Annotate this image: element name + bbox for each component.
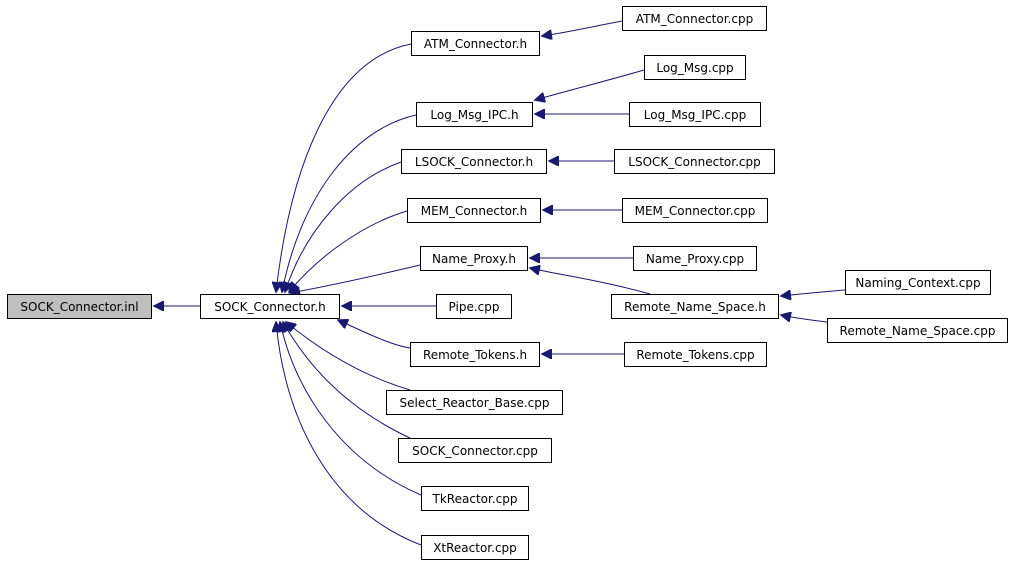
edge-lsock_h-to-sock_h: [285, 161, 402, 292]
edge-logipc_h-to-sock_h: [282, 114, 417, 292]
edge-mem_h-to-sock_h: [289, 210, 408, 292]
node-xtreactor-cpp[interactable]: XtReactor.cpp: [421, 535, 529, 560]
edge-tk_cpp-to-sock_h: [280, 322, 422, 496]
edge-selreact_cpp-to-sock_h: [286, 322, 411, 391]
edge-xt_cpp-to-sock_h: [276, 322, 422, 546]
edge-rtokens_h-to-sock_h: [338, 320, 411, 349]
edge-rns_h-to-nameproxy_h: [530, 268, 651, 295]
node-log-msg-ipc-h[interactable]: Log_Msg_IPC.h: [416, 102, 533, 127]
node-sock-connector-cpp[interactable]: SOCK_Connector.cpp: [398, 438, 552, 463]
node-log-msg-cpp[interactable]: Log_Msg.cpp: [644, 55, 746, 80]
node-atm-connector-cpp[interactable]: ATM_Connector.cpp: [622, 6, 767, 31]
node-sock-connector-h[interactable]: SOCK_Connector.h: [200, 294, 340, 319]
node-lsock-connector-h[interactable]: LSOCK_Connector.h: [401, 149, 547, 174]
node-atm-connector-h[interactable]: ATM_Connector.h: [411, 31, 540, 56]
node-name-proxy-cpp[interactable]: Name_Proxy.cpp: [633, 246, 757, 271]
node-mem-connector-cpp[interactable]: MEM_Connector.cpp: [622, 198, 768, 223]
edge-naming_cpp-to-rns_h: [781, 289, 846, 296]
edge-atm_h-to-sock_h: [276, 43, 412, 292]
edge-atm_cpp-to-atm_h: [542, 20, 623, 36]
node-remote-name-space-cpp[interactable]: Remote_Name_Space.cpp: [827, 318, 1008, 343]
node-remote-tokens-cpp[interactable]: Remote_Tokens.cpp: [624, 342, 767, 367]
edge-rns_cpp-to-rns_h: [781, 315, 828, 323]
node-lsock-connector-cpp[interactable]: LSOCK_Connector.cpp: [614, 149, 775, 174]
node-pipe-cpp[interactable]: Pipe.cpp: [436, 294, 512, 319]
node-log-msg-ipc-cpp[interactable]: Log_Msg_IPC.cpp: [629, 102, 761, 127]
node-remote-tokens-h[interactable]: Remote_Tokens.h: [410, 342, 540, 367]
edge-logmsg_cpp-to-logipc_h: [535, 69, 645, 100]
node-sock-connector-inl[interactable]: SOCK_Connector.inl: [7, 294, 152, 319]
node-mem-connector-h[interactable]: MEM_Connector.h: [407, 198, 541, 223]
node-name-proxy-h[interactable]: Name_Proxy.h: [420, 246, 528, 271]
node-select-reactor-base-cpp[interactable]: Select_Reactor_Base.cpp: [386, 390, 563, 415]
node-naming-context-cpp[interactable]: Naming_Context.cpp: [845, 270, 991, 295]
edge-sockconn_cpp-to-sock_h: [283, 322, 411, 439]
node-tkreactor-cpp[interactable]: TkReactor.cpp: [421, 486, 529, 511]
edges-layer: [154, 20, 846, 546]
node-remote-name-space-h[interactable]: Remote_Name_Space.h: [611, 294, 779, 319]
edge-nameproxy_h-to-sock_h: [290, 264, 421, 293]
